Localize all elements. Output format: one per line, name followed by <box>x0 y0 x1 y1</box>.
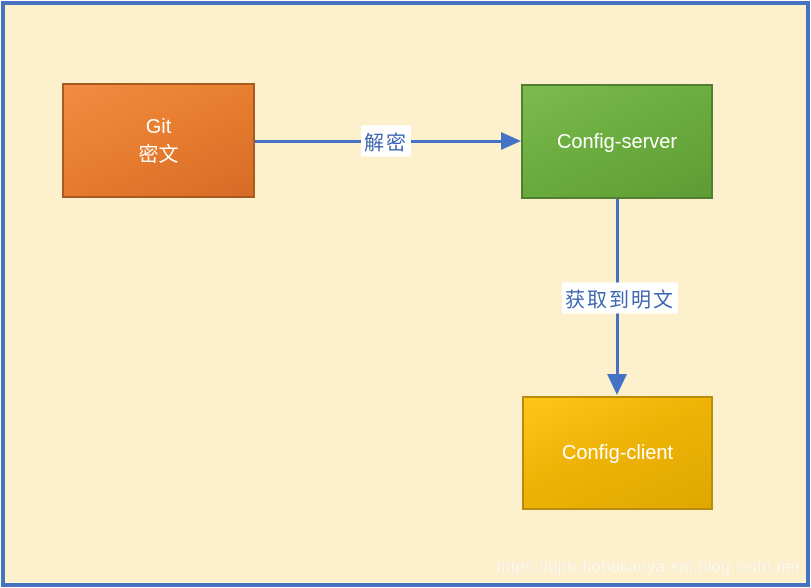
node-git-label-line2: 密文 <box>138 143 179 166</box>
node-config-client-label: Config-client <box>561 442 674 464</box>
node-config-server: Config-server <box>521 84 713 199</box>
node-config-server-label: Config-server <box>556 130 678 153</box>
arrowhead-down-icon <box>607 374 627 395</box>
arrowhead-right-icon <box>501 132 521 150</box>
node-config-client: Config-client <box>522 396 713 510</box>
watermark-url: https://dpb-bobokaoya-sm.blog.csdn.net <box>496 559 800 576</box>
edge-label-decrypt: 解密 <box>361 125 411 157</box>
edge-label-fetch-plaintext: 获取到明文 <box>562 282 678 314</box>
node-git-label-line1: Git <box>145 115 172 138</box>
node-git-ciphertext: Git 密文 <box>62 83 255 198</box>
